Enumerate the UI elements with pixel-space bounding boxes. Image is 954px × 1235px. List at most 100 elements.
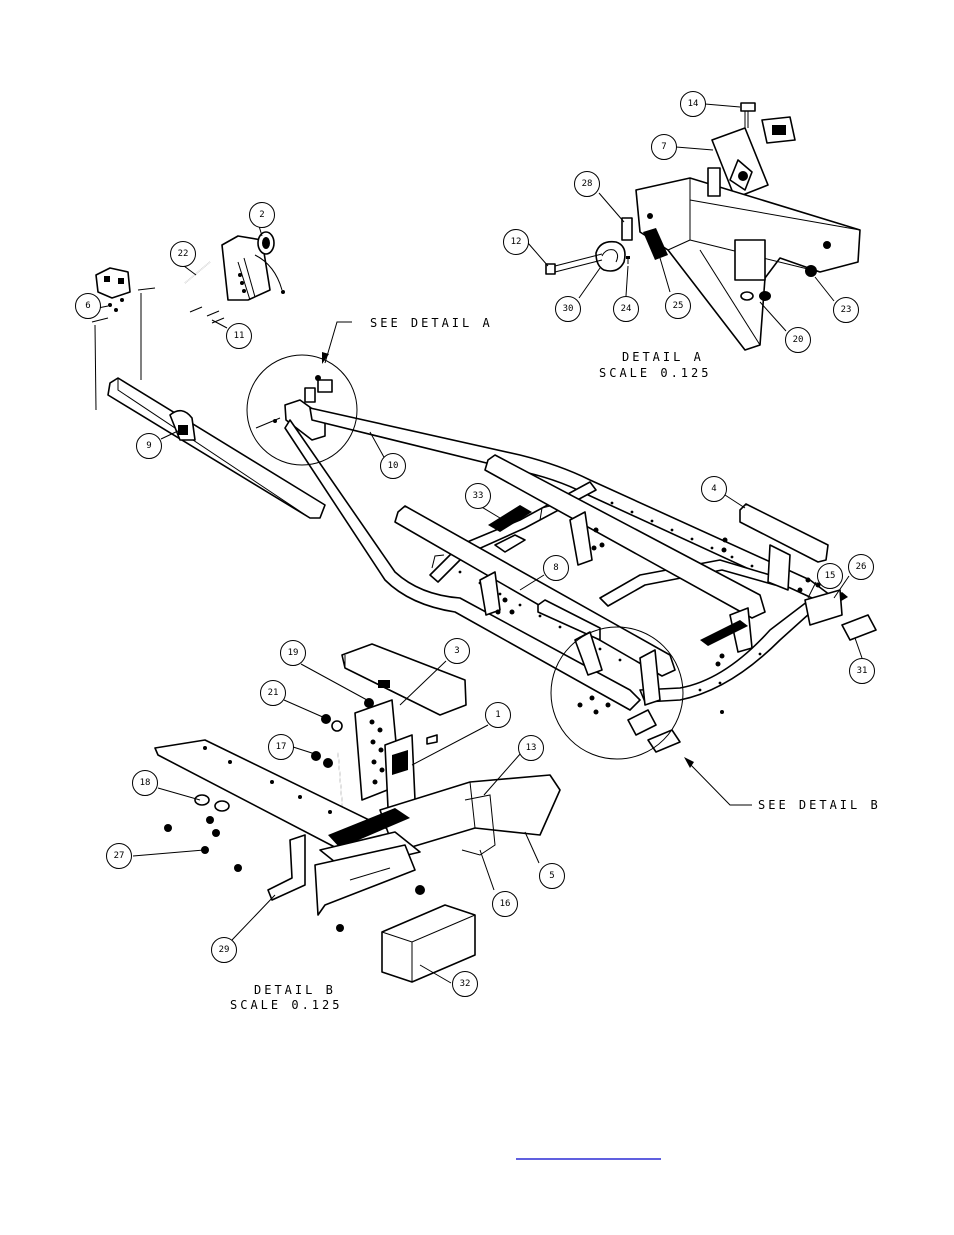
callout-20: 20 [785, 327, 811, 353]
callout-10: 10 [380, 453, 406, 479]
callout-circle [539, 863, 565, 889]
callout-circle [75, 293, 101, 319]
callout-circle [503, 229, 529, 255]
callout-circle [211, 937, 237, 963]
callout-circle [613, 296, 639, 322]
callout-circle [574, 171, 600, 197]
callout-5: 5 [539, 863, 565, 889]
callout-number: 15 [825, 571, 836, 581]
callout-6: 6 [75, 293, 101, 319]
callout-circle [136, 433, 162, 459]
callout-27: 27 [106, 843, 132, 869]
callout-4: 4 [701, 476, 727, 502]
callout-21: 21 [260, 680, 286, 706]
detail-b-title: DETAIL B [254, 983, 336, 997]
callout-circle [280, 640, 306, 666]
callout-12: 12 [503, 229, 529, 255]
callout-number: 30 [563, 304, 574, 314]
callout-circle [680, 91, 706, 117]
callout-number: 16 [500, 899, 511, 909]
see-detail-a-text: SEE DETAIL A [370, 316, 493, 330]
callout-number: 5 [549, 871, 554, 881]
callout-number: 27 [114, 851, 125, 861]
callout-circle [452, 971, 478, 997]
callout-circle [651, 134, 677, 160]
callout-circle [665, 293, 691, 319]
callout-7: 7 [651, 134, 677, 160]
detail-a-scale: SCALE 0.125 [599, 366, 711, 380]
callout-number: 9 [146, 441, 151, 451]
detail-references: SEE DETAIL A SEE DETAIL B DETAIL A SCALE… [230, 316, 881, 1012]
callout-number: 21 [268, 688, 279, 698]
callout-circle [380, 453, 406, 479]
callout-11: 11 [226, 323, 252, 349]
callout-28: 28 [574, 171, 600, 197]
callout-23: 23 [833, 297, 859, 323]
callout-19: 19 [280, 640, 306, 666]
callout-circle [249, 202, 275, 228]
callout-9: 9 [136, 433, 162, 459]
callout-number: 26 [856, 562, 867, 572]
hitch-parts-drawing [91, 231, 285, 411]
callout-29: 29 [211, 937, 237, 963]
callout-26: 26 [848, 554, 874, 580]
callout-number: 31 [857, 666, 868, 676]
callout-circle [785, 327, 811, 353]
callout-number: 19 [288, 648, 299, 658]
callout-24: 24 [613, 296, 639, 322]
callout-number: 23 [841, 305, 852, 315]
callout-number: 7 [661, 142, 666, 152]
callout-circle [555, 296, 581, 322]
main-frame-drawing [255, 375, 877, 753]
callout-16: 16 [492, 891, 518, 917]
callout-number: 10 [388, 461, 399, 471]
callout-number: 11 [234, 331, 245, 341]
callout-17: 17 [268, 734, 294, 760]
callout-number: 28 [582, 179, 593, 189]
step-pad-33 [488, 505, 532, 553]
callout-13: 13 [518, 735, 544, 761]
callout-number: 24 [621, 304, 632, 314]
callout-number: 6 [85, 301, 90, 311]
callout-number: 20 [793, 335, 804, 345]
callout-number: 3 [454, 646, 459, 656]
callout-number: 33 [473, 491, 484, 501]
callout-circle [170, 241, 196, 267]
callout-circle [492, 891, 518, 917]
callout-number: 13 [526, 743, 537, 753]
callout-8: 8 [543, 555, 569, 581]
callout-circle [485, 702, 511, 728]
callout-number: 29 [219, 945, 230, 955]
callout-22: 22 [170, 241, 196, 267]
callout-15: 15 [817, 563, 843, 589]
callout-number: 2 [259, 210, 264, 220]
callout-14: 14 [680, 91, 706, 117]
detail-a-title: DETAIL A [622, 350, 704, 364]
callout-circle [268, 734, 294, 760]
callout-number: 14 [688, 99, 699, 109]
callout-number: 1 [495, 710, 500, 720]
callout-number: 25 [673, 301, 684, 311]
callout-circle [260, 680, 286, 706]
callout-number: 22 [178, 249, 189, 259]
callout-number: 12 [511, 237, 522, 247]
callout-circle [132, 770, 158, 796]
callout-circle [817, 563, 843, 589]
callout-circle [848, 554, 874, 580]
callout-32: 32 [452, 971, 478, 997]
callout-3: 3 [444, 638, 470, 664]
callout-number: 4 [711, 484, 716, 494]
callout-25: 25 [665, 293, 691, 319]
callout-18: 18 [132, 770, 158, 796]
callout-2: 2 [249, 202, 275, 228]
callout-number: 32 [460, 979, 471, 989]
callout-circle [543, 555, 569, 581]
callout-33: 33 [465, 483, 491, 509]
see-detail-b-text: SEE DETAIL B [758, 798, 881, 812]
callout-number: 17 [276, 742, 287, 752]
callout-circle [701, 476, 727, 502]
callout-number: 8 [553, 563, 558, 573]
detail-a-drawing [545, 102, 861, 351]
